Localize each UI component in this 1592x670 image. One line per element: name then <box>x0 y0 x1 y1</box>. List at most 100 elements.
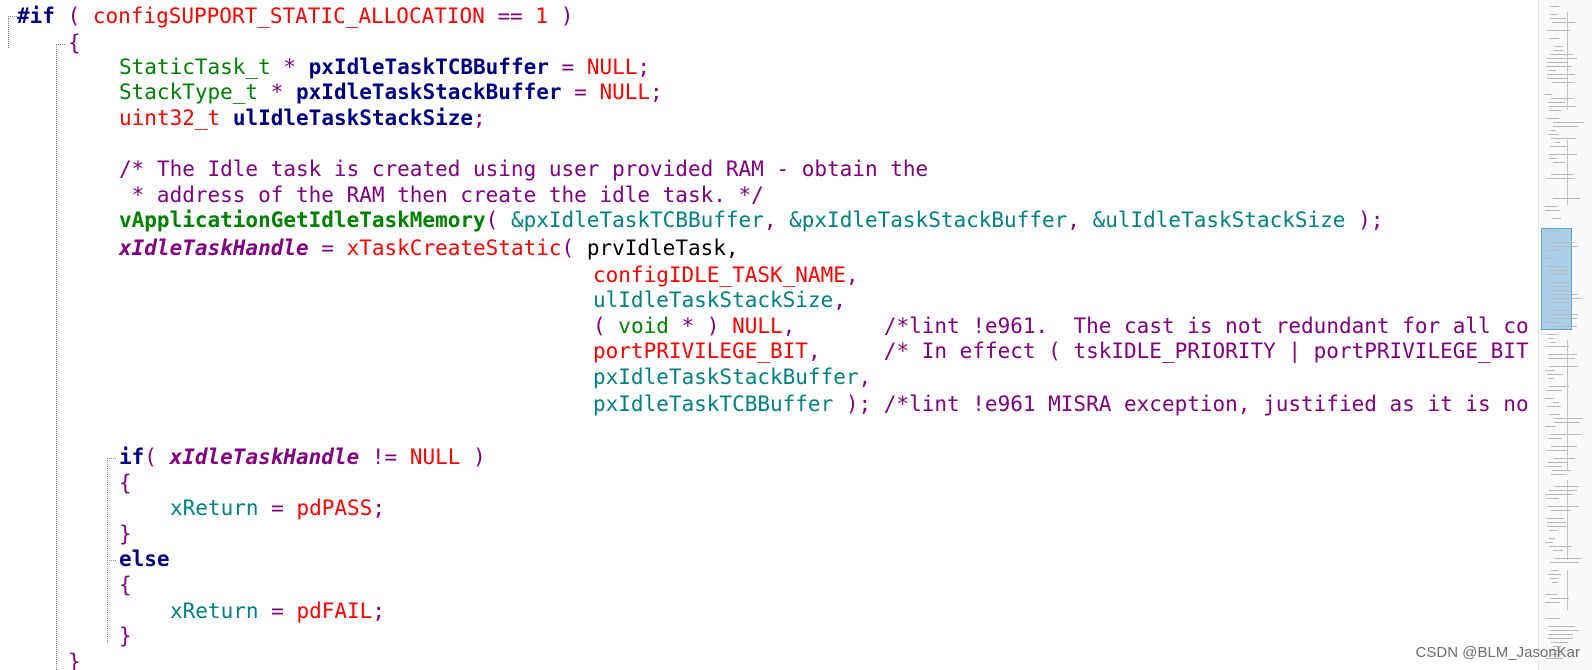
minimap-line <box>1547 638 1573 639</box>
minimap-line <box>1550 14 1558 15</box>
minimap-line <box>1545 94 1552 95</box>
minimap-line <box>1550 434 1581 435</box>
minimap-line <box>1550 298 1581 299</box>
minimap-line <box>1552 22 1575 23</box>
minimap-line <box>1552 82 1574 83</box>
minimap-line <box>1552 314 1578 315</box>
minimap-line <box>1545 230 1561 231</box>
fold-marker[interactable] <box>107 560 116 561</box>
code-token: * ) <box>668 314 733 338</box>
minimap-line <box>1552 470 1571 471</box>
minimap-line <box>1547 178 1574 179</box>
minimap-line <box>1547 450 1568 451</box>
code-token: ( <box>561 236 587 260</box>
fold-marker[interactable] <box>107 458 116 459</box>
code-token: &ulIdleTaskStackSize <box>1092 208 1346 232</box>
minimap-line <box>1549 530 1557 531</box>
minimap-line <box>1551 642 1568 643</box>
minimap-line <box>1551 138 1576 139</box>
code-token: ( <box>593 314 619 338</box>
code-token: , /* In effect ( tskIDLE_PRIORITY | port… <box>807 339 1529 363</box>
code-line: portPRIVILEGE_BIT, /* In effect ( tskIDL… <box>593 338 1529 364</box>
code-token: StackType_t <box>119 80 259 104</box>
code-line: } <box>119 521 132 547</box>
fold-marker[interactable] <box>56 44 65 45</box>
minimap-line <box>1545 370 1555 371</box>
minimap-line <box>1550 146 1567 147</box>
minimap-line <box>1553 290 1569 291</box>
code-token: = <box>561 80 600 104</box>
minimap-line <box>1547 498 1559 499</box>
minimap-line <box>1548 626 1575 627</box>
minimap-line <box>1550 598 1569 599</box>
code-token <box>220 106 233 130</box>
code-token: NULL <box>409 445 461 469</box>
fold-marker[interactable] <box>8 16 17 17</box>
code-token: ( <box>54 4 93 28</box>
code-token: != <box>359 445 410 469</box>
minimap-line <box>1548 70 1556 71</box>
code-token: pdFAIL <box>296 599 373 623</box>
code-token: , <box>845 263 859 287</box>
code-editor[interactable]: #if ( configSUPPORT_STATIC_ALLOCATION ==… <box>0 0 1538 670</box>
minimap-line <box>1545 602 1560 603</box>
minimap-bar <box>1567 340 1568 470</box>
minimap-line <box>1547 78 1568 79</box>
minimap-line <box>1551 286 1568 287</box>
minimap-line <box>1547 374 1563 375</box>
minimap-line <box>1554 558 1582 559</box>
minimap-bar <box>1567 570 1568 610</box>
minimap-line <box>1549 158 1558 159</box>
code-line: StaticTask_t * pxIdleTaskTCBBuffer = NUL… <box>119 54 650 80</box>
minimap-line <box>1554 486 1579 487</box>
minimap-line <box>1548 438 1562 439</box>
minimap-line <box>1546 58 1577 59</box>
minimap-bar <box>1567 480 1568 560</box>
minimap-line <box>1545 542 1553 543</box>
minimap-line <box>1545 398 1554 399</box>
code-line: { <box>68 30 81 56</box>
minimap-line <box>1551 282 1569 283</box>
watermark: CSDN @BLM_JasonKar <box>1415 644 1580 661</box>
code-line: if( xIdleTaskHandle != NULL ) <box>119 444 486 470</box>
code-token: { <box>119 573 132 597</box>
code-token: , /*lint !e961. The cast is not redundan… <box>782 314 1529 338</box>
minimap-viewport[interactable] <box>1541 228 1572 330</box>
minimap-line <box>1553 646 1561 647</box>
code-token: vApplicationGetIdleTaskMemory <box>119 208 486 232</box>
code-token: = <box>258 496 297 520</box>
code-line: #if ( configSUPPORT_STATIC_ALLOCATION ==… <box>17 3 573 29</box>
code-token: pxIdleTaskTCBBuffer <box>593 392 834 416</box>
code-token: , <box>1067 208 1093 232</box>
minimap-line <box>1553 550 1563 551</box>
minimap-line <box>1546 66 1572 67</box>
code-token: pxIdleTaskStackBuffer <box>593 365 859 389</box>
code-line: pxIdleTaskTCBBuffer ); /*lint !e961 MISR… <box>593 391 1529 417</box>
code-token: xTaskCreateStatic <box>346 236 562 260</box>
minimap-line <box>1549 154 1577 155</box>
code-token: ; <box>473 106 486 130</box>
minimap-line <box>1546 658 1563 659</box>
minimap-bar <box>1567 12 1568 110</box>
minimap-line <box>1554 50 1564 51</box>
code-token: , <box>833 288 846 312</box>
code-token: , <box>763 208 790 232</box>
minimap-line <box>1551 174 1574 175</box>
minimap-line <box>1547 250 1562 251</box>
code-token: NULL <box>732 314 783 338</box>
code-token: * <box>258 80 297 104</box>
code-line: configIDLE_TASK_NAME, <box>593 262 859 288</box>
code-token: ulIdleTaskStackSize <box>593 288 834 312</box>
minimap-line <box>1551 98 1573 99</box>
minimap-line <box>1546 334 1557 335</box>
minimap-line <box>1545 426 1556 427</box>
code-line: xReturn = pdFAIL; <box>170 598 385 624</box>
minimap-line <box>1552 582 1558 583</box>
minimap[interactable] <box>1538 0 1592 670</box>
code-token: prvIdleTask, <box>586 236 739 260</box>
minimap-line <box>1549 318 1577 319</box>
code-token: ) <box>548 4 574 28</box>
minimap-line <box>1546 390 1562 391</box>
minimap-line <box>1545 210 1560 211</box>
code-token: ; <box>372 599 385 623</box>
